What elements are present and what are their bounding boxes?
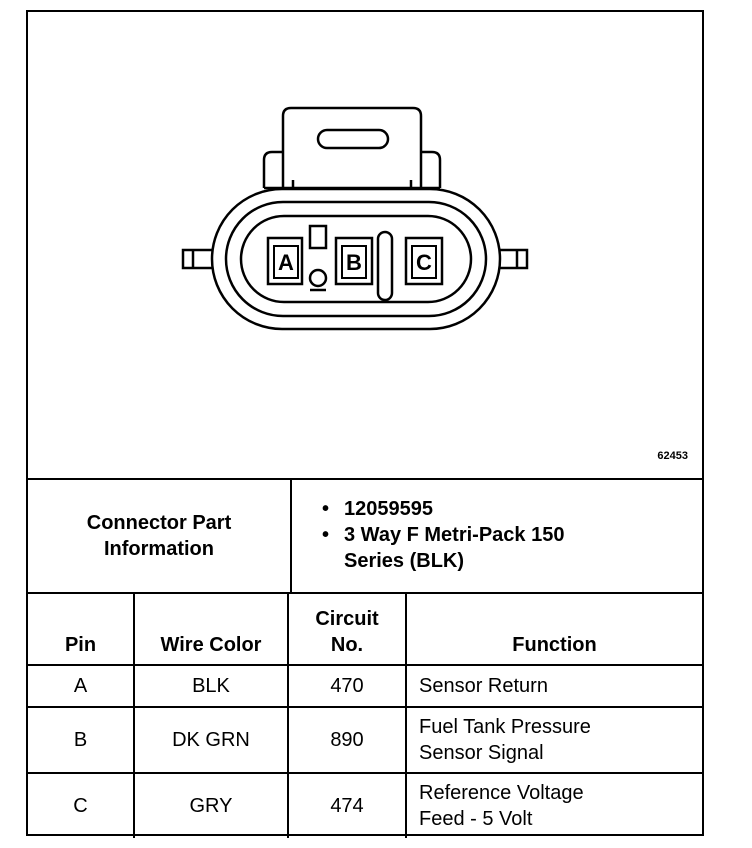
cell-wire-color: GRY — [133, 772, 289, 838]
pin-label-b: B — [346, 250, 362, 275]
connector-figure: A B C 62453 — [28, 12, 702, 478]
connector-sheet: A B C 62453 Connector Part Information 1… — [26, 10, 704, 838]
cell-pin: A — [28, 664, 135, 708]
connector-info-label-line1: Connector Part — [86, 512, 232, 534]
header-wire-color: Wire Color — [133, 592, 289, 666]
pin-label-a: A — [278, 250, 294, 275]
cell-circuit: 474 — [287, 772, 407, 838]
connector-info: Connector Part Information 12059595 3 Wa… — [28, 478, 702, 594]
cell-wire-color: DK GRN — [133, 706, 289, 774]
table-row: A BLK 470 Sensor Return — [28, 664, 702, 708]
cell-pin: C — [28, 772, 135, 838]
connector-info-label-line2: Information — [104, 538, 214, 560]
figure-id: 62453 — [657, 450, 688, 462]
pin-label-c: C — [416, 250, 432, 275]
cell-circuit: 890 — [287, 706, 407, 774]
cell-function: Sensor Return — [405, 664, 702, 708]
cell-pin: B — [28, 706, 135, 774]
header-pin: Pin — [28, 592, 135, 666]
connector-drawing: A B C — [181, 106, 529, 331]
cell-circuit: 470 — [287, 664, 407, 708]
header-function: Function — [405, 592, 702, 666]
part-number: 12059595 — [318, 496, 564, 522]
cell-wire-color: BLK — [133, 664, 289, 708]
connector-info-label: Connector Part Information — [28, 480, 292, 592]
